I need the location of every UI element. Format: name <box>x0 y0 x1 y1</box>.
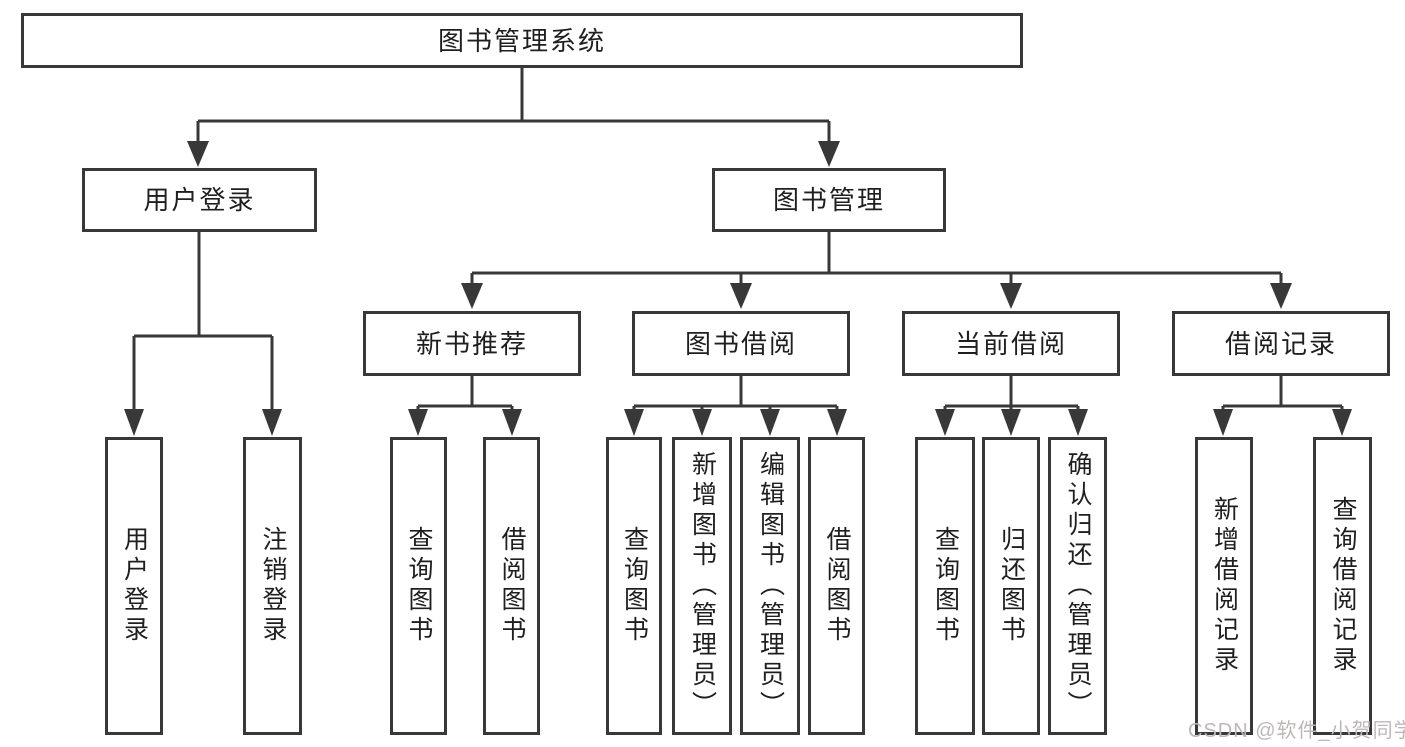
arrowheads <box>124 141 1352 436</box>
leaf-borrow-books-recommend: 借阅图书 <box>483 437 540 735</box>
node-book-borrowing: 图书借阅 <box>632 311 850 376</box>
leaf-query-books-borrowing: 查询图书 <box>606 437 662 735</box>
leaf-add-book-admin: 新增图书（管理员） <box>672 437 732 735</box>
leaf-logout-login: 注销登录 <box>243 437 302 735</box>
node-user-login: 用户登录 <box>82 168 317 232</box>
node-book-management: 图书管理 <box>712 168 946 232</box>
leaf-confirm-return-admin: 确认归还（管理员） <box>1048 437 1107 735</box>
leaf-query-books-current: 查询图书 <box>915 437 975 735</box>
node-new-book-recommend: 新书推荐 <box>363 311 581 376</box>
leaf-return-books: 归还图书 <box>982 437 1040 735</box>
leaf-borrow-books-borrowing: 借阅图书 <box>808 437 865 735</box>
node-book-management-system: 图书管理系统 <box>21 13 1023 68</box>
node-current-borrowing: 当前借阅 <box>902 311 1120 376</box>
watermark-text: CSDN @软件_小贺同学 <box>1188 720 1405 742</box>
leaf-edit-book-admin: 编辑图书（管理员） <box>740 437 800 735</box>
leaf-query-books-recommend: 查询图书 <box>390 437 447 735</box>
leaf-user-login: 用户登录 <box>105 437 163 735</box>
leaf-query-borrow-record: 查询借阅记录 <box>1313 437 1372 735</box>
leaf-add-borrow-record: 新增借阅记录 <box>1195 437 1253 735</box>
node-borrowing-records: 借阅记录 <box>1172 311 1390 376</box>
